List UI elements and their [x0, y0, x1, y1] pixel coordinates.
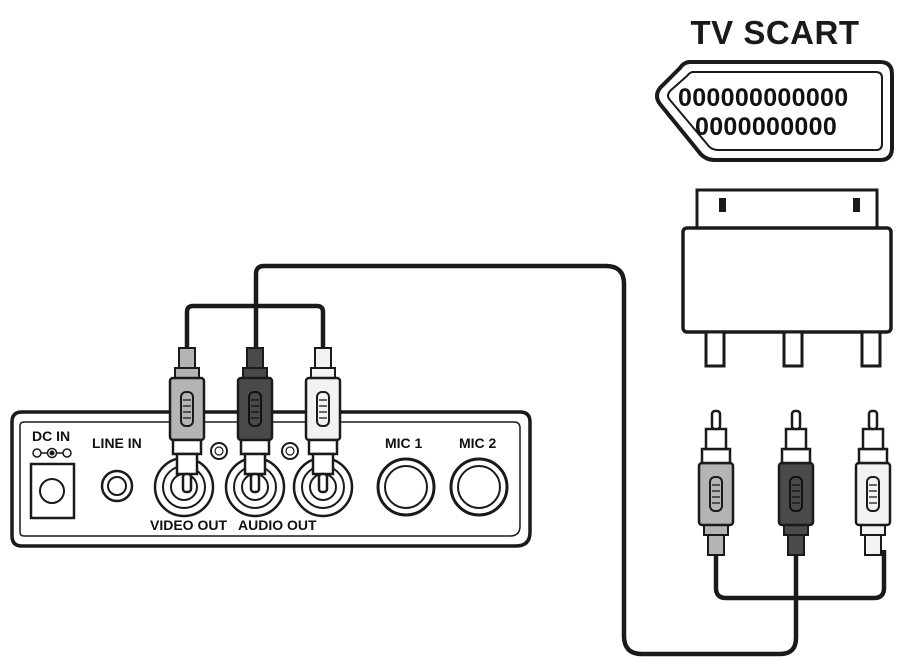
- scart-pins-row2: 0000000000: [695, 113, 837, 141]
- tv-scart-title: TV SCART: [690, 14, 860, 51]
- device-rca-plugs: [168, 347, 342, 494]
- rca-plug-video-scart: [697, 409, 735, 556]
- dc-in-jack: [29, 462, 76, 520]
- audio-out-label: AUDIO OUT: [238, 517, 317, 533]
- scart-pins-row1: 000000000000: [678, 84, 848, 112]
- screw: [281, 442, 299, 460]
- screw: [210, 442, 228, 460]
- scart-adapter: [681, 188, 893, 368]
- dc-in-label: DC IN: [32, 428, 70, 444]
- rca-plug-audio-right-scart: [854, 409, 892, 556]
- rca-plug-audio-left-device: [236, 347, 274, 494]
- video-out-label: VIDEO OUT: [150, 517, 227, 533]
- mic2-jack: [449, 457, 509, 517]
- scart-rca-plugs: [697, 409, 892, 556]
- line-in-jack: [100, 469, 134, 503]
- rca-plug-audio-right-device: [304, 347, 342, 494]
- scart-socket: 000000000000 0000000000: [655, 60, 894, 162]
- mic1-label: MIC 1: [385, 435, 423, 451]
- cable-video-to-scart: [253, 263, 799, 657]
- cable-audio-to-scart: [713, 550, 887, 601]
- cables: [184, 263, 887, 657]
- mic1-jack: [376, 457, 436, 517]
- media-device: DC IN LINE IN: [10, 410, 532, 548]
- mic2-label: MIC 2: [459, 435, 497, 451]
- dc-polarity-icon: [32, 447, 72, 459]
- rca-plug-video-device: [168, 347, 206, 494]
- line-in-label: LINE IN: [92, 435, 142, 451]
- rca-plug-audio-left-scart: [777, 409, 815, 556]
